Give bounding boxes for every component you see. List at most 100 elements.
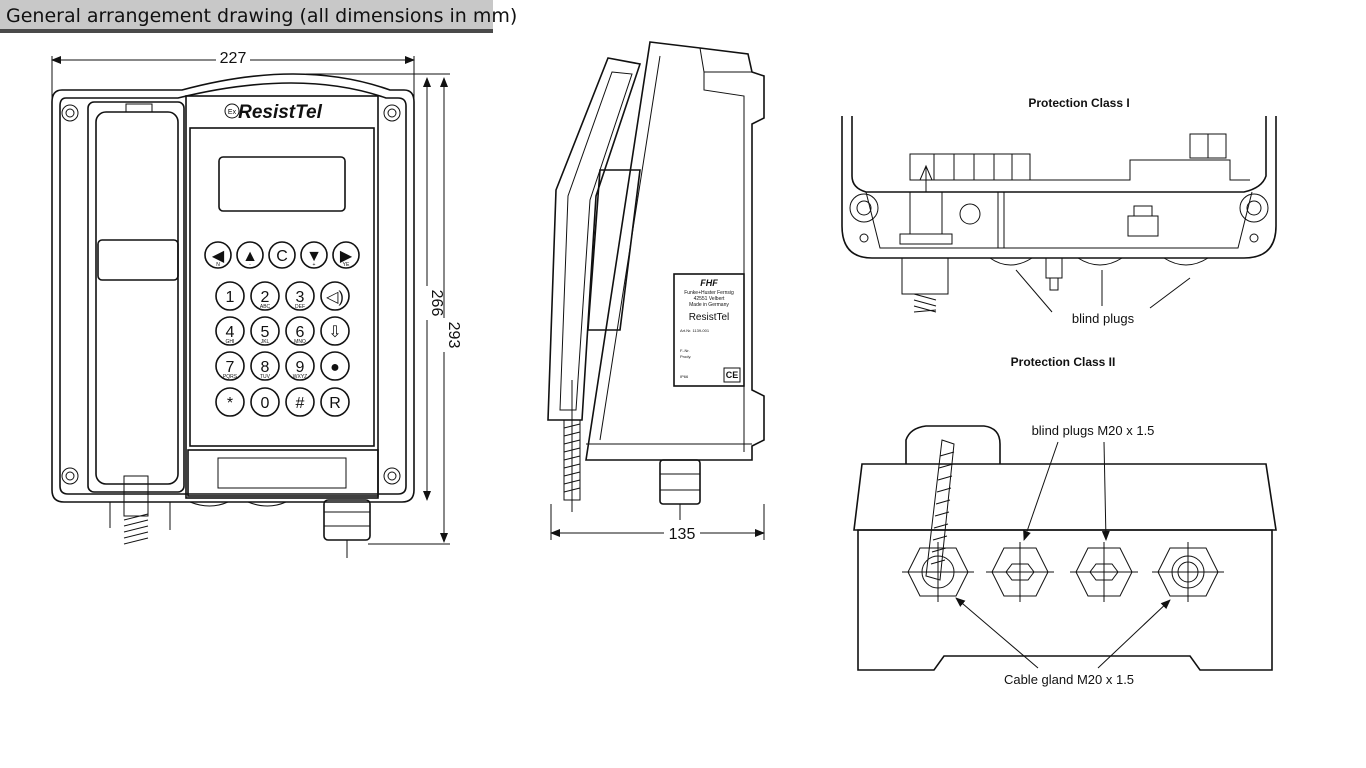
key-r4-c2-symbol: 0 xyxy=(261,395,270,412)
nav-key-1-outline xyxy=(204,241,232,269)
brand-logo: ResistTel xyxy=(238,102,322,123)
nav-key-2: ▲- xyxy=(236,241,264,269)
plate-f-nr: F.-Nr. xyxy=(680,348,690,353)
key-r2-c4: ⇩ xyxy=(320,316,350,346)
key-r2-c2-outline xyxy=(250,316,280,346)
key-r3-c4-outline xyxy=(320,351,350,381)
nav-key-5: ▶YE xyxy=(332,241,360,269)
nav-key-5-sub: YE xyxy=(343,262,350,268)
key-r3-c2-symbol: 8 xyxy=(261,359,270,376)
key-r4-c1-symbol: * xyxy=(227,395,233,412)
key-r1-c4: ◁) xyxy=(320,281,350,311)
key-r3-c4: ● xyxy=(320,351,350,381)
key-r1-c3-outline xyxy=(285,281,315,311)
key-r4-c1: * xyxy=(215,387,245,417)
key-r4-c1-outline xyxy=(215,387,245,417)
plate-maker: FHF xyxy=(700,278,718,288)
nav-key-4-outline xyxy=(300,241,328,269)
plate-brand: ResistTel xyxy=(689,312,730,323)
plate-company: Funke+Huster Fernsig xyxy=(684,290,734,296)
key-r3-c2-outline xyxy=(250,351,280,381)
key-r1-c2-sub: ABC xyxy=(260,304,271,310)
key-r1-c3-symbol: 3 xyxy=(296,289,305,306)
class-two-callout-plugs: blind plugs M20 x 1.5 xyxy=(1032,423,1155,438)
key-r3-c1-outline xyxy=(215,351,245,381)
key-r4-c4-symbol: R xyxy=(329,395,341,412)
plate-country: Made in Germany xyxy=(689,302,729,308)
dim-height-outer-label: 293 xyxy=(445,322,462,349)
key-r4-c2: 0 xyxy=(250,387,280,417)
nav-key-1-sub: N xyxy=(216,262,220,268)
plate-address: 42551 Velbert xyxy=(694,296,725,302)
nav-key-4: ▼+ xyxy=(300,241,328,269)
class-one-title: Protection Class I xyxy=(1028,96,1129,110)
key-r1-c2-symbol: 2 xyxy=(261,289,270,306)
protection-class-two: Protection Class II blind plugs M20 x 1.… xyxy=(853,355,1277,687)
key-r2-c1-symbol: 4 xyxy=(226,324,235,341)
key-r2-c3-sub: MNO xyxy=(294,339,306,345)
dim-depth-label: 135 xyxy=(669,526,696,543)
gland-right xyxy=(1152,542,1224,602)
class-one-callout: blind plugs xyxy=(1072,311,1135,326)
key-r3-c2-sub: TUV xyxy=(260,374,271,380)
key-r1-c1-symbol: 1 xyxy=(226,289,235,306)
key-r4-c3-outline xyxy=(285,387,315,417)
navigation-keys: ◀N▲-C▼+▶YE xyxy=(204,241,360,269)
key-r1-c4-outline xyxy=(320,281,350,311)
key-r1-c1-outline xyxy=(215,281,245,311)
key-r2-c2-sub: JKL xyxy=(261,339,270,345)
key-r4-c4-outline xyxy=(320,387,350,417)
class-two-title: Protection Class II xyxy=(1011,355,1116,369)
key-r4-c3-symbol: # xyxy=(296,395,305,412)
protection-class-one: Protection Class I xyxy=(841,96,1277,326)
plate-ip: IP66 xyxy=(680,374,689,379)
nav-key-2-outline xyxy=(236,241,264,269)
nav-key-4-sub: + xyxy=(313,262,316,268)
nav-key-3: C xyxy=(268,241,296,269)
key-r1-c3-sub: DEF xyxy=(295,304,305,310)
key-r4-c4: R xyxy=(320,387,350,417)
key-r1-c4-symbol: ◁) xyxy=(326,289,344,306)
key-r3-c1-symbol: 7 xyxy=(226,359,235,376)
key-r2-c1-sub: GHI xyxy=(226,339,235,345)
nav-key-2-symbol: ▲ xyxy=(242,248,258,265)
key-r2-c1-outline xyxy=(215,316,245,346)
class-two-callout-gland: Cable gland M20 x 1.5 xyxy=(1004,672,1134,687)
blind-plug-one xyxy=(986,542,1054,602)
nav-key-1-symbol: ◀ xyxy=(212,248,225,265)
nav-key-4-symbol: ▼ xyxy=(306,248,322,265)
dim-height-inner-label: 266 xyxy=(428,290,445,317)
nav-key-1: ◀N xyxy=(204,241,232,269)
key-r2-c2-symbol: 5 xyxy=(261,324,270,341)
key-r3-c4-symbol: ● xyxy=(330,359,340,376)
key-r1-c1: 1 xyxy=(215,281,245,311)
key-r2-c4-outline xyxy=(320,316,350,346)
nav-key-2-sub: - xyxy=(249,262,251,268)
gland-left xyxy=(902,542,974,602)
key-r2-c4-symbol: ⇩ xyxy=(328,324,341,341)
page-title: General arrangement drawing (all dimensi… xyxy=(0,0,517,33)
key-r3-c3-sub: WXYZ xyxy=(293,374,307,380)
svg-text:Ex: Ex xyxy=(228,109,237,116)
key-r3-c3-outline xyxy=(285,351,315,381)
key-r2-c3-symbol: 6 xyxy=(296,324,305,341)
nav-key-3-symbol: C xyxy=(276,248,288,265)
plate-art-no: Art.Nr. 1139-001 xyxy=(680,328,710,333)
key-r3-c3-symbol: 9 xyxy=(296,359,305,376)
nav-key-3-outline xyxy=(268,241,296,269)
plate-prody: Prody. xyxy=(680,354,691,359)
dim-width-label: 227 xyxy=(220,50,247,67)
plate-ce: CE xyxy=(726,370,739,380)
key-r4-c2-outline xyxy=(250,387,280,417)
side-view: 135 FHF Funke+Huster Fernsig 42551 Velbe… xyxy=(547,41,765,543)
